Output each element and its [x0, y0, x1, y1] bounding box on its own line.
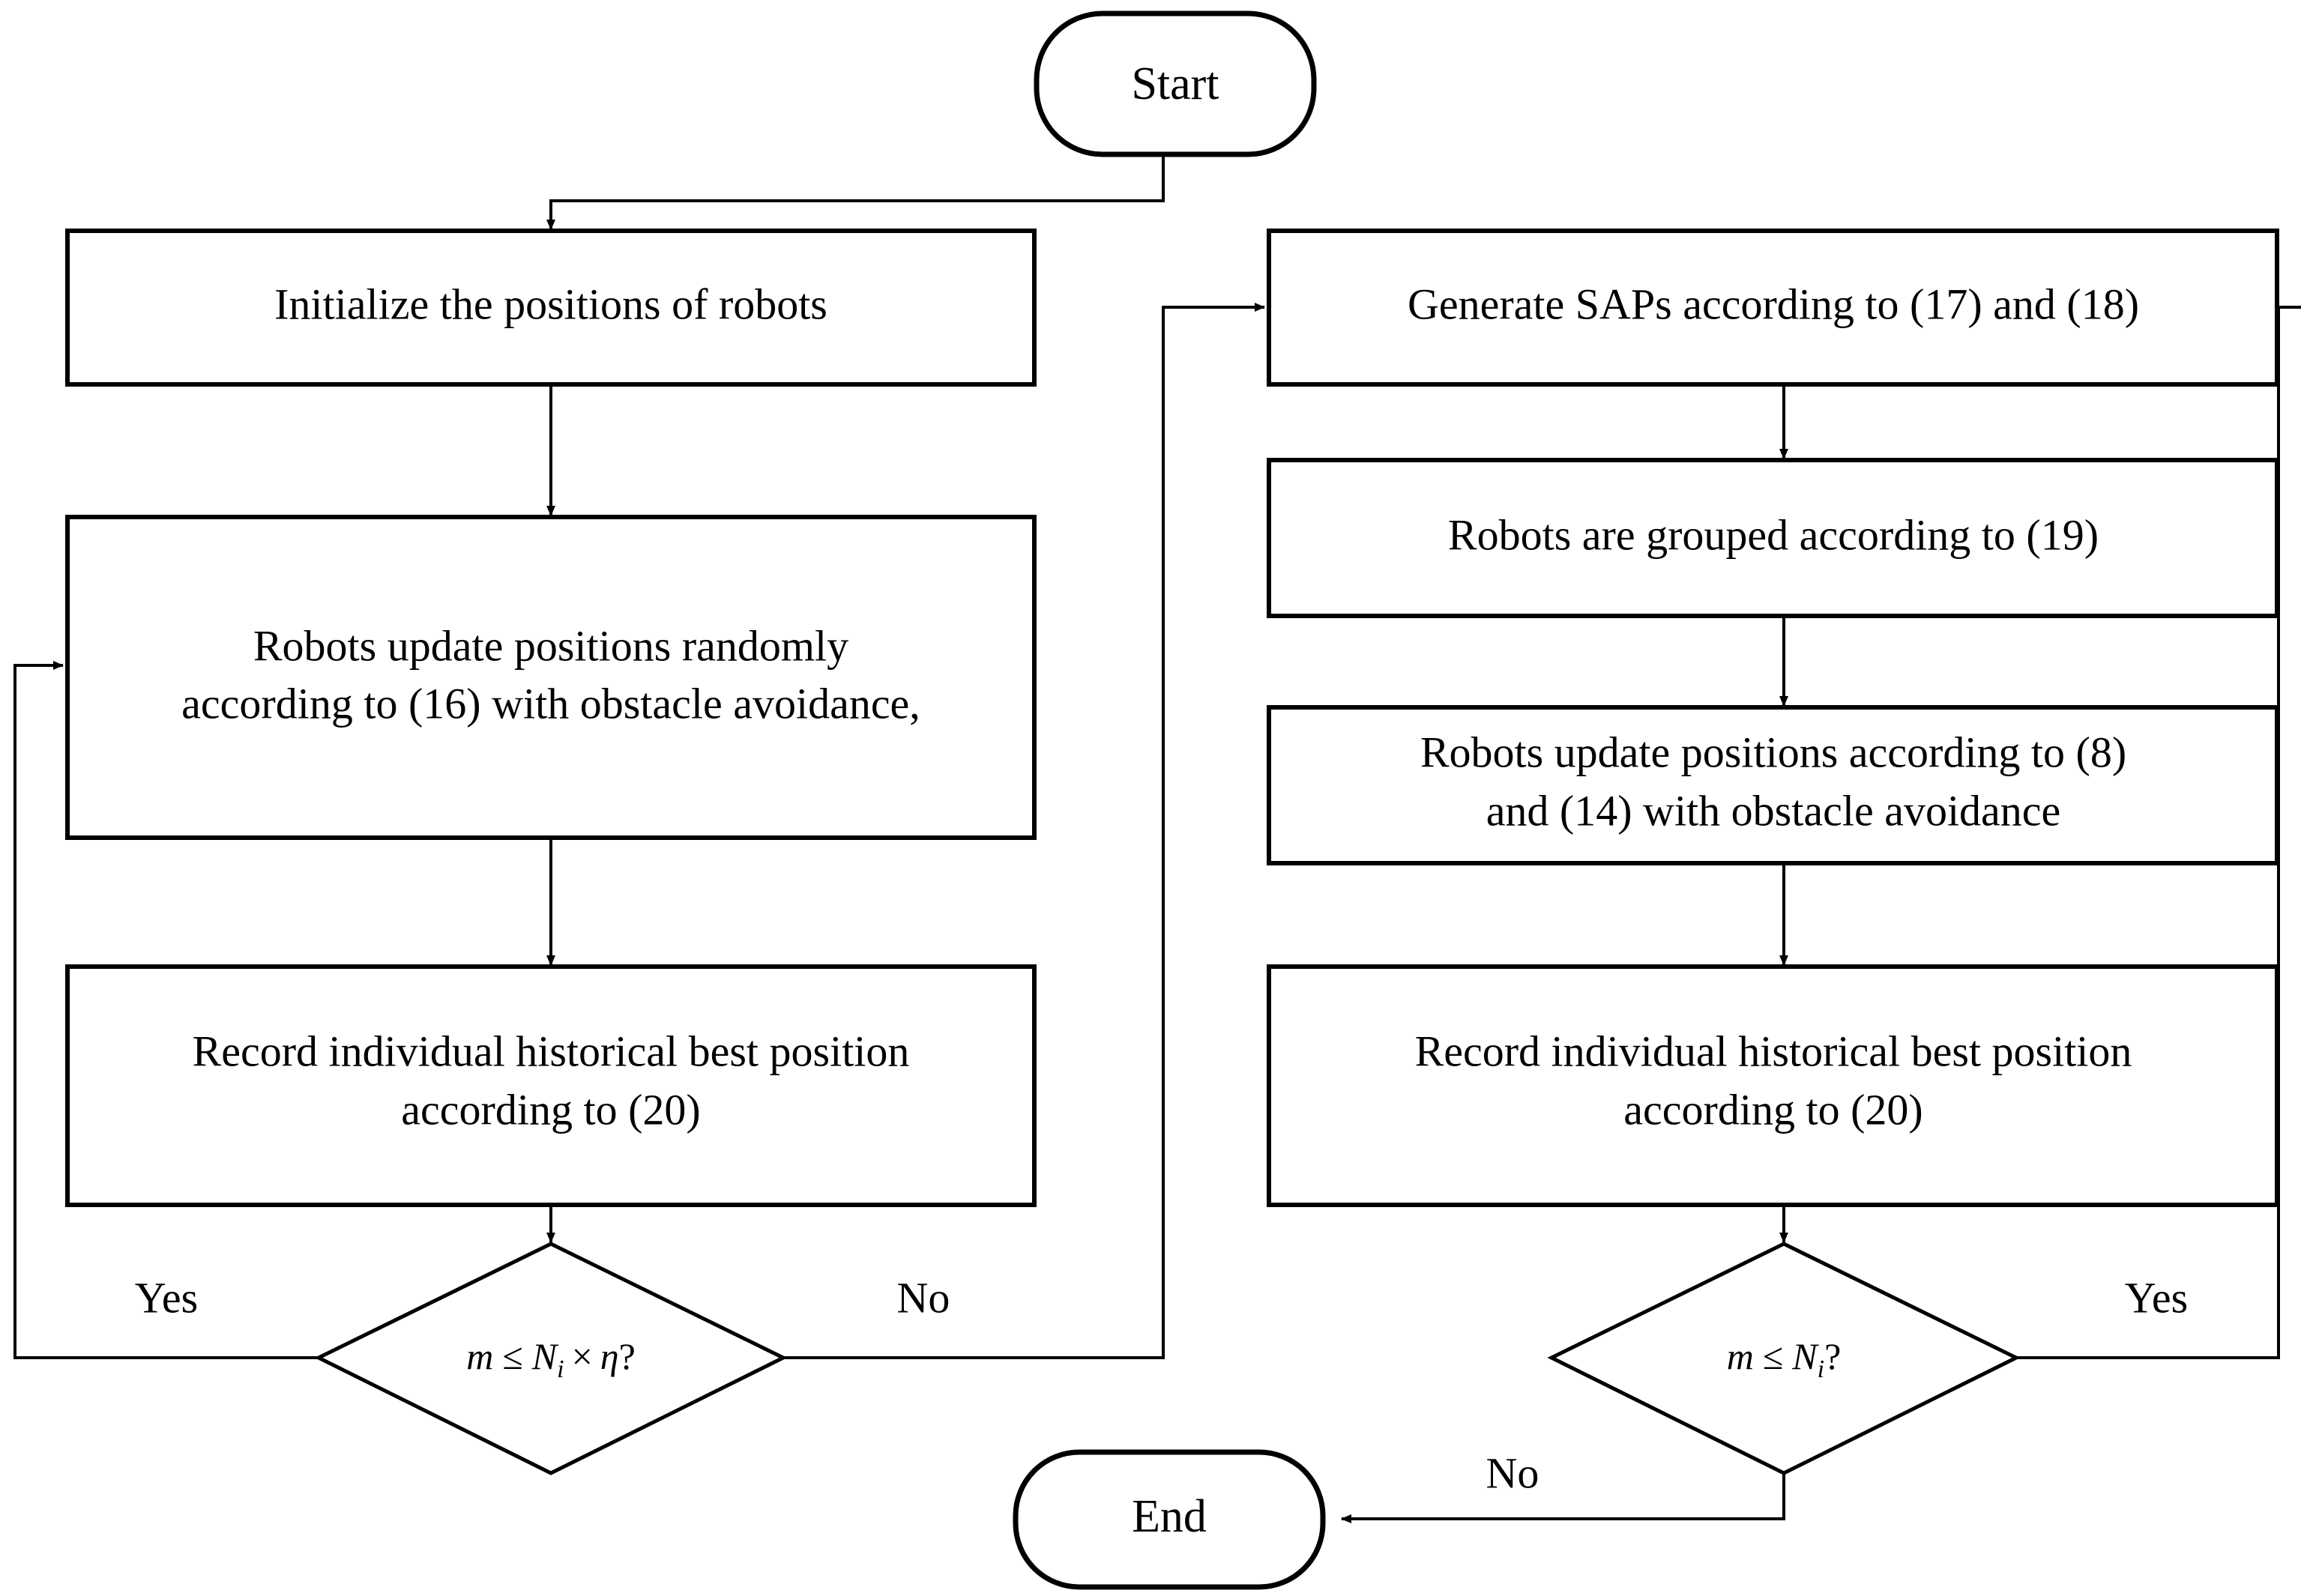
node-initialize-label: Initialize the positions of robots	[274, 279, 827, 328]
decision-left-m: m	[466, 1335, 493, 1377]
node-decision-right-expression: m≤Ni?	[1727, 1335, 1842, 1382]
node-record-right-line1: Record individual historical best positi…	[1415, 1027, 2132, 1075]
node-generate-saps-label: Generate SAPs according to (17) and (18)	[1408, 279, 2139, 328]
node-update-right-line2: and (14) with obstacle avoidance	[1486, 786, 2061, 835]
node-record-left-line2: according to (20)	[401, 1085, 700, 1134]
edge-label-layer: Yes No Yes No	[135, 1273, 2188, 1497]
node-layer: Start Initialize the positions of robots…	[65, 10, 2279, 1590]
node-start-label: Start	[1131, 58, 1219, 109]
node-record-left[interactable]: Record individual historical best positi…	[65, 964, 1037, 1207]
node-start[interactable]: Start	[1034, 10, 1317, 157]
edge-label-left-yes: Yes	[135, 1273, 198, 1322]
node-initialize[interactable]: Initialize the positions of robots	[65, 229, 1037, 387]
node-decision-left-expression: m≤Ni×η?	[466, 1335, 636, 1382]
edge-decision-left-yes-loop	[13, 661, 319, 1359]
node-end-label: End	[1132, 1491, 1207, 1542]
node-decision-right[interactable]: m≤Ni?	[1547, 1242, 2021, 1475]
edge-decision-right-no-to-end	[1341, 1473, 1785, 1523]
node-update-right-line1: Robots update positions according to (8)	[1420, 728, 2126, 776]
node-decision-left[interactable]: m≤Ni×η?	[314, 1242, 788, 1475]
node-grouped-label: Robots are grouped according to (19)	[1448, 510, 2099, 559]
node-generate-saps[interactable]: Generate SAPs according to (17) and (18)	[1267, 229, 2279, 387]
node-random-update-line2: according to (16) with obstacle avoidanc…	[181, 679, 920, 728]
node-random-update-line1: Robots update positions randomly	[253, 621, 848, 670]
node-end[interactable]: End	[1013, 1449, 1326, 1590]
edge-label-left-no: No	[897, 1273, 950, 1322]
edge-start-to-init	[546, 154, 1165, 230]
edge-label-right-yes: Yes	[2125, 1273, 2188, 1322]
edge-label-right-no: No	[1486, 1448, 1539, 1497]
edge-decision-left-no-to-generate-saps	[785, 303, 1265, 1359]
node-random-update[interactable]: Robots update positions randomly accordi…	[65, 515, 1037, 840]
node-record-right[interactable]: Record individual historical best positi…	[1267, 964, 2279, 1207]
node-update-right[interactable]: Robots update positions according to (8)…	[1267, 705, 2279, 865]
decision-right-m: m	[1727, 1335, 1754, 1377]
node-record-left-line1: Record individual historical best positi…	[193, 1027, 910, 1075]
node-record-right-line2: according to (20)	[1623, 1085, 1922, 1134]
node-grouped[interactable]: Robots are grouped according to (19)	[1267, 458, 2279, 618]
